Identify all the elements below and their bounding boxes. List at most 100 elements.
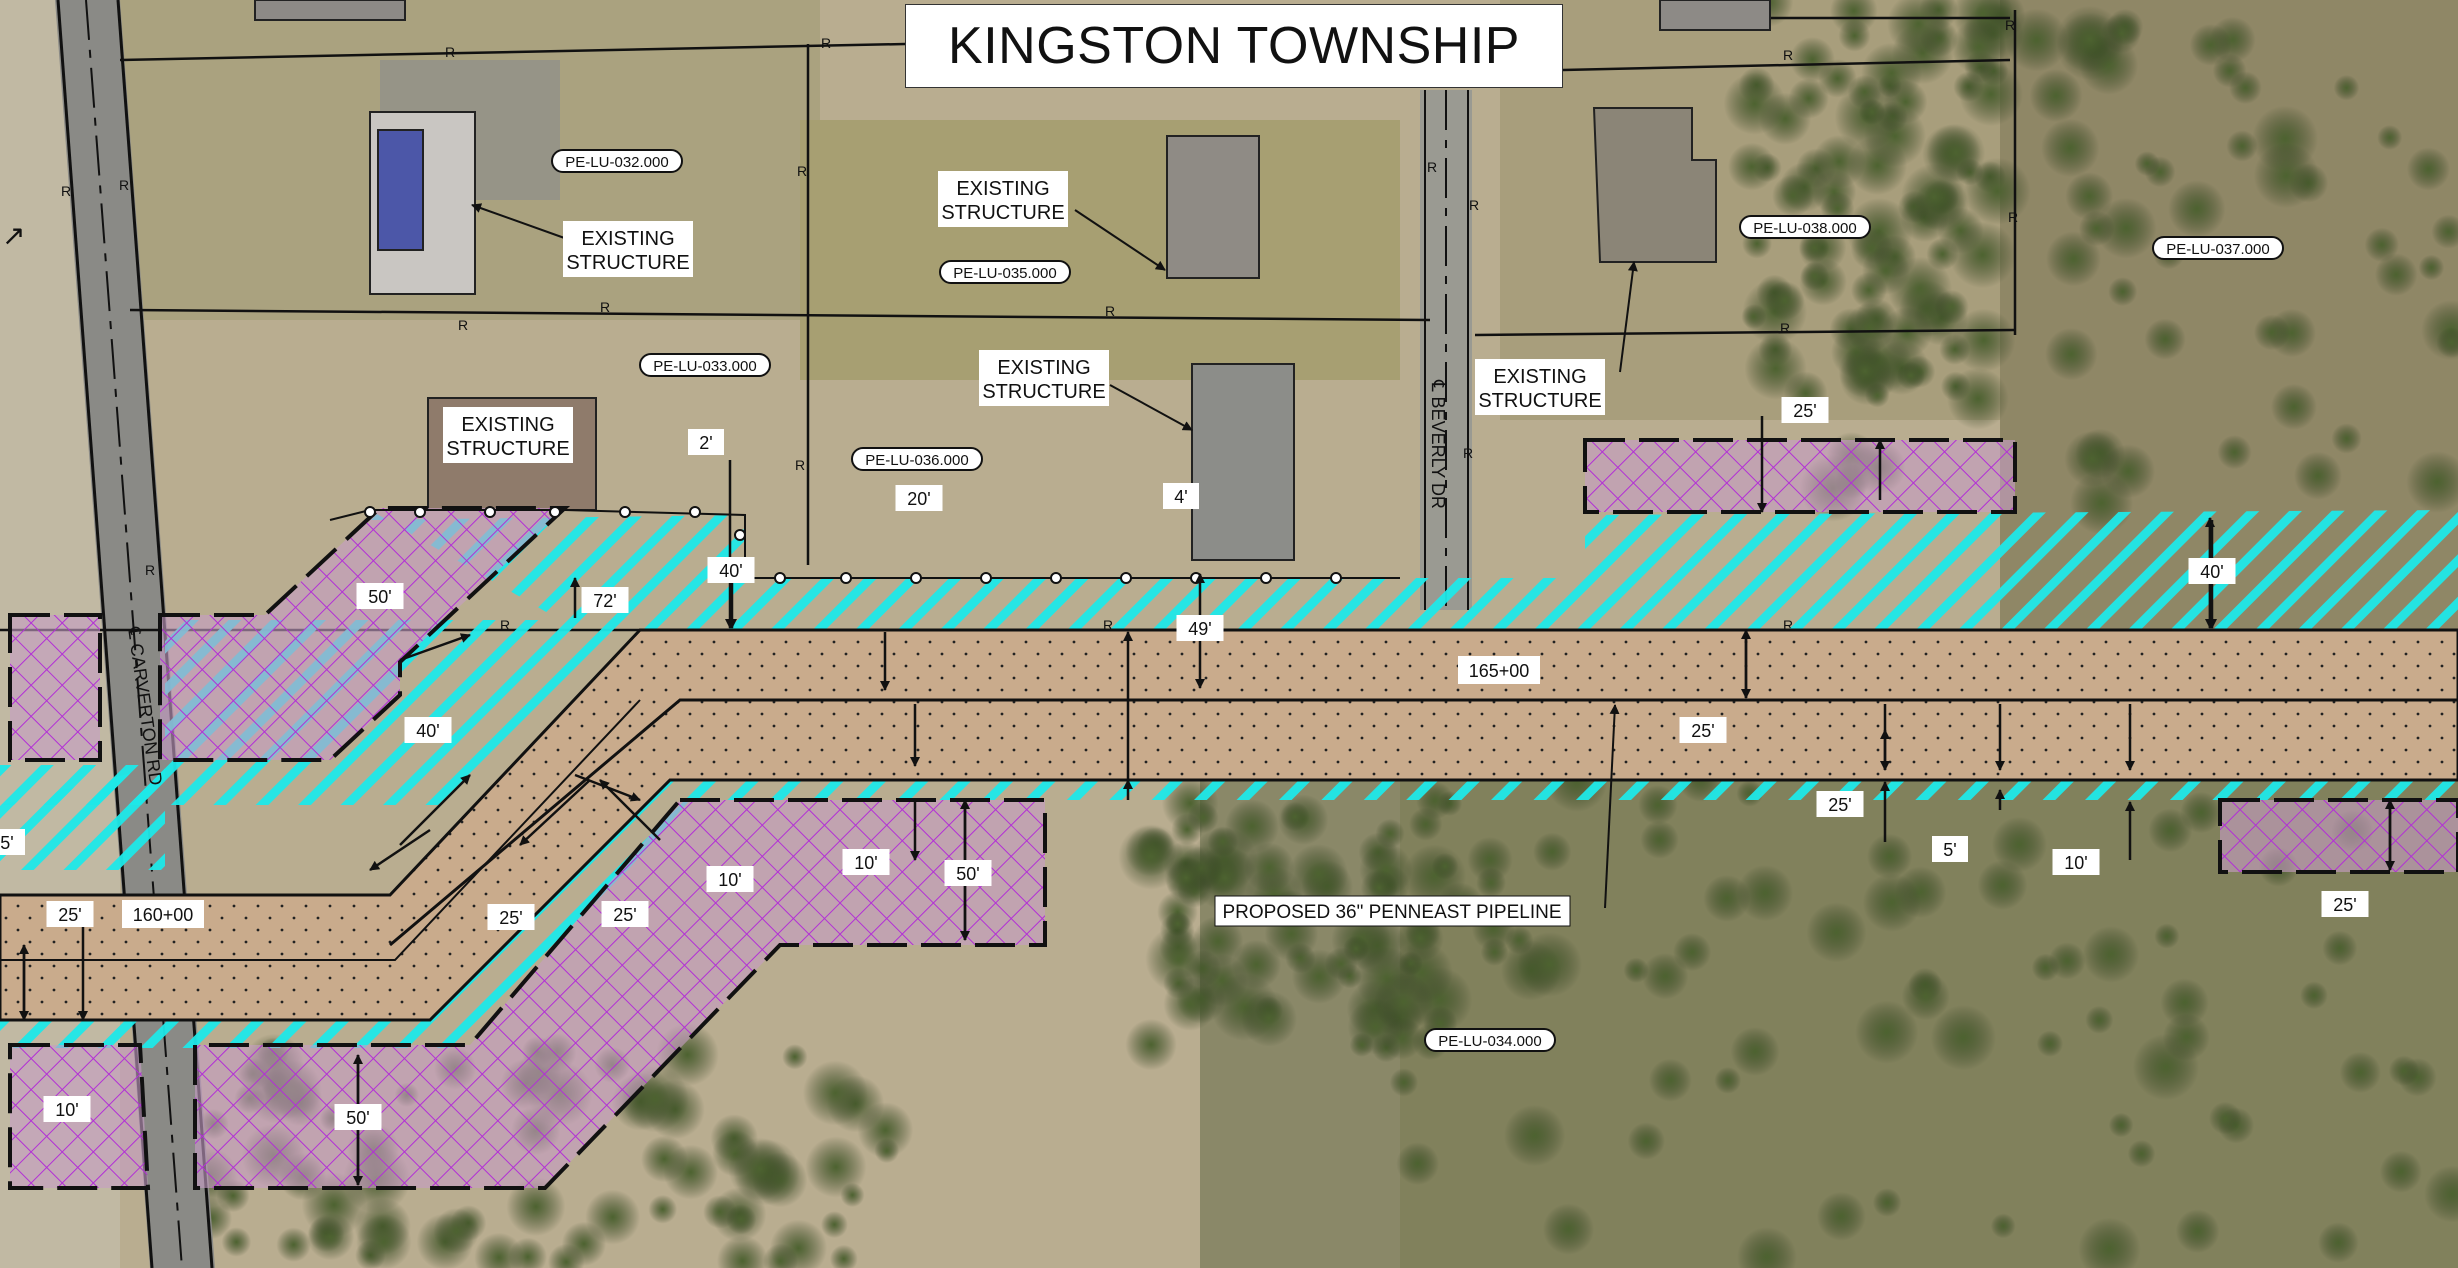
- tree-crown: [2168, 180, 2226, 238]
- tree-crown: [1952, 308, 2016, 372]
- fence-line: [329, 506, 1400, 584]
- tree-crown: [2406, 451, 2458, 513]
- dimension-label: 5': [0, 829, 25, 855]
- tree-crown: [1241, 990, 1297, 1047]
- fence-marker: [980, 572, 992, 584]
- pipeline-label-box: [1214, 895, 1571, 927]
- right-of-way-symbol: R: [600, 299, 610, 315]
- tree-crown: [2374, 253, 2418, 296]
- svg-text:50': 50': [346, 1108, 369, 1128]
- tree-crown: [1744, 337, 1807, 400]
- tree-crown: [1741, 304, 1767, 330]
- dimension-label: 72': [581, 587, 629, 613]
- tree-crown: [1881, 307, 1933, 358]
- tree-crown: [1389, 1068, 1419, 1097]
- tree-crown: [1838, 19, 1871, 52]
- tree-crown: [2300, 981, 2328, 1010]
- tree-crown: [1703, 874, 1751, 922]
- tree-crown: [1800, 261, 1830, 291]
- svg-text:PE-LU-038.000: PE-LU-038.000: [1753, 220, 1856, 237]
- tree-crown: [1799, 232, 1830, 263]
- tree-crown: [508, 1237, 547, 1268]
- svg-text:49': 49': [1188, 619, 1211, 639]
- tree-crown: [1503, 1104, 1566, 1167]
- fence-marker: [689, 506, 701, 518]
- tree-crown: [1847, 75, 1882, 109]
- tree-crown: [1926, 238, 1959, 271]
- right-of-way-symbol: R: [2008, 209, 2018, 225]
- svg-text:25': 25': [499, 908, 522, 928]
- tree-crown: [1806, 902, 1867, 963]
- tree-crown: [1373, 972, 1434, 1032]
- tree-crown: [221, 1227, 252, 1257]
- tree-crown: [716, 1235, 769, 1268]
- tree-crown: [1926, 123, 1986, 183]
- tree-crown: [1476, 867, 1506, 898]
- dimension-label: 20': [895, 485, 943, 511]
- dimension-label: 25': [2321, 891, 2369, 917]
- tree-crown: [1288, 844, 1349, 904]
- tree-crown: [1838, 344, 1892, 398]
- tree-crown: [276, 1227, 311, 1262]
- parcel-id-label: PE-LU-033.000: [639, 353, 771, 377]
- svg-text:25': 25': [1691, 721, 1714, 741]
- svg-text:25': 25': [1793, 401, 1816, 421]
- tree-crown: [820, 1211, 848, 1239]
- svg-text:PE-LU-036.000: PE-LU-036.000: [865, 452, 968, 469]
- dimension-labels: 2'4'5'5'10'10'10'10'20'25'25'25'25'25'25…: [0, 397, 2369, 1130]
- svg-text:2': 2': [699, 433, 712, 453]
- tree-crown: [805, 1136, 867, 1198]
- tree-crown: [1648, 1058, 1692, 1102]
- right-of-way-symbol: R: [61, 183, 71, 199]
- dimension-label: 40': [404, 717, 452, 743]
- tree-crown: [2036, 1030, 2064, 1057]
- parcel-id-label: PE-LU-036.000: [851, 447, 983, 471]
- tree-crown: [726, 1204, 757, 1235]
- tree-crown: [1673, 933, 1712, 972]
- tree-crown: [2436, 327, 2458, 358]
- tree-crown: [2065, 172, 2114, 221]
- dimension-label: 10': [842, 849, 890, 875]
- svg-text:10': 10': [55, 1100, 78, 1120]
- svg-text:PE-LU-035.000: PE-LU-035.000: [953, 265, 1056, 282]
- tree-crown: [1324, 947, 1358, 980]
- dimension-arrow: [399, 774, 471, 846]
- tree-crown: [2162, 1013, 2210, 1061]
- right-of-way-symbol: R: [1463, 445, 1473, 461]
- fence-marker: [619, 506, 631, 518]
- tree-crown: [1623, 957, 1649, 983]
- dimension-label: 25': [1679, 717, 1727, 743]
- svg-text:STRUCTURE: STRUCTURE: [941, 202, 1064, 224]
- tree-crown: [1737, 1227, 1797, 1268]
- tree-crown: [1723, 72, 1786, 135]
- tree-crown: [2253, 143, 2319, 209]
- dimension-label: 50': [356, 583, 404, 609]
- tree-crown: [1480, 938, 1509, 966]
- tree-crown: [1844, 303, 1895, 353]
- svg-text:25': 25': [613, 905, 636, 925]
- tree-crown: [728, 1137, 792, 1201]
- beverly-drive: [1420, 90, 1472, 610]
- svg-text:50': 50': [368, 587, 391, 607]
- tree-crown: [829, 1244, 858, 1268]
- svg-text:10': 10': [854, 853, 877, 873]
- tree-crown: [2056, 5, 2124, 73]
- tree-crown: [1375, 818, 1405, 849]
- tree-crown: [2217, 435, 2252, 470]
- tree-crown: [802, 1060, 868, 1126]
- svg-text:STRUCTURE: STRUCTURE: [446, 438, 569, 460]
- station-box: [1458, 656, 1540, 684]
- dimension-label: 50': [944, 860, 992, 886]
- tree-crown: [1627, 1122, 1666, 1160]
- tree-crown: [2127, 1139, 2156, 1168]
- tree-crown: [2134, 151, 2160, 177]
- parcel-id-label: PE-LU-032.000: [551, 149, 683, 173]
- beverly-drive-label: ℄ BEVERLY DR: [1428, 379, 1448, 509]
- tree-crown: [2095, 197, 2157, 259]
- tree-crown: [2377, 125, 2403, 150]
